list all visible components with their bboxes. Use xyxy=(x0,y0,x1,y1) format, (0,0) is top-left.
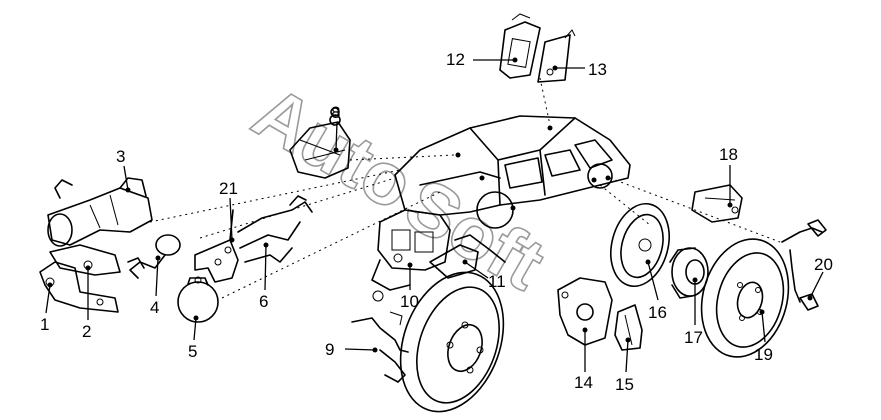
connector-lines xyxy=(149,77,781,299)
callout-13: 13 xyxy=(588,60,607,79)
caliper-part xyxy=(557,277,613,346)
callout-17: 17 xyxy=(684,328,703,347)
bracket-part-11 xyxy=(429,234,506,279)
callout-6: 6 xyxy=(259,292,268,311)
callout-9: 9 xyxy=(325,340,334,359)
callout-21: 21 xyxy=(219,179,238,198)
callout-1: 1 xyxy=(40,315,49,334)
sensor-module-part xyxy=(537,29,576,83)
callout-labels: 1 2 3 4 5 6 8 9 10 11 12 13 14 15 16 17 … xyxy=(40,50,833,394)
bracket-part-2 xyxy=(49,244,121,276)
rear-sensor-part xyxy=(781,219,827,311)
callout-5: 5 xyxy=(188,342,197,361)
bracket-part-1 xyxy=(39,261,119,313)
watermark-text-1: Auto xyxy=(240,70,427,226)
callout-19: 19 xyxy=(754,345,773,364)
rear-brake-disc xyxy=(700,238,790,358)
backing-plate-part xyxy=(610,202,670,288)
sensor-part-4 xyxy=(127,234,181,279)
callout-3: 3 xyxy=(116,147,125,166)
hydraulic-modulator-part xyxy=(371,209,451,291)
callout-12: 12 xyxy=(446,50,465,69)
callout-20: 20 xyxy=(814,255,833,274)
callout-10: 10 xyxy=(400,292,419,311)
leader-lines xyxy=(45,57,824,373)
control-module-part xyxy=(499,13,541,79)
callout-2: 2 xyxy=(82,322,91,341)
brake-pad-part xyxy=(614,304,643,351)
motor-pump-part xyxy=(47,177,153,247)
hub-part xyxy=(669,247,709,299)
sensor-block-part xyxy=(691,184,743,223)
car-body xyxy=(394,115,631,229)
callout-16: 16 xyxy=(648,303,667,322)
callout-11: 11 xyxy=(488,272,506,291)
relay-module-part xyxy=(289,107,351,179)
front-brake-disc xyxy=(399,271,505,413)
canister-part xyxy=(177,276,219,323)
brake-lines-part xyxy=(237,195,313,263)
callout-18: 18 xyxy=(719,145,738,164)
callout-15: 15 xyxy=(615,375,634,394)
callout-14: 14 xyxy=(574,373,593,392)
callout-8: 8 xyxy=(331,103,340,122)
callout-4: 4 xyxy=(150,298,159,317)
